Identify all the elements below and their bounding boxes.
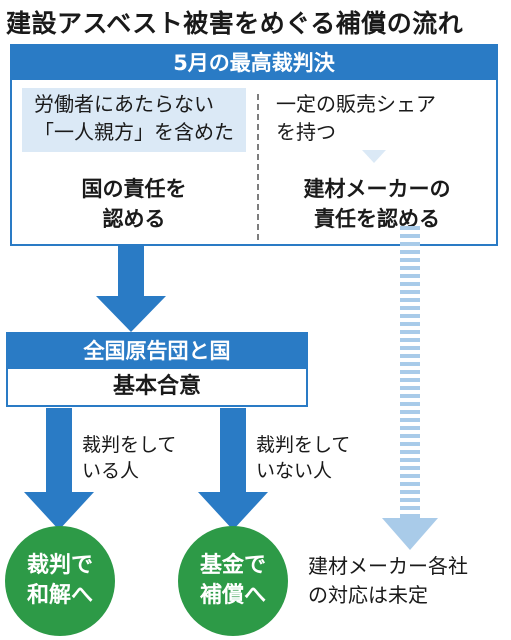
makers-response-line-1: 建材メーカー各社 <box>308 554 468 578</box>
makers-response-note: 建材メーカー各社 の対応は未定 <box>308 552 468 610</box>
diagram-title: 建設アスベスト被害をめぐる補償の流れ <box>6 9 464 38</box>
outcome-fund-line-1: 基金で <box>199 553 266 578</box>
ruling-divider <box>257 94 259 240</box>
branch-label-not-suing-line-1: 裁判をして <box>256 434 351 456</box>
state-note: 労働者にあたらない 「一人親方」を含めた <box>22 88 246 152</box>
branch-label-suing: 裁判をして いる人 <box>82 432 176 484</box>
arrow-ruling-to-agreement <box>96 246 166 332</box>
makers-note-line-2: を持つ <box>276 120 336 144</box>
outcome-settlement-line-2: 和解へ <box>26 583 93 608</box>
makers-result: 建材メーカーの 責任を認める <box>262 174 492 234</box>
makers-note: 一定の販売シェア を持つ <box>276 90 436 146</box>
makers-result-line-1: 建材メーカーの <box>303 177 451 201</box>
branch-label-not-suing: 裁判をして いない人 <box>256 432 350 484</box>
state-result-line-2: 認める <box>102 207 166 231</box>
outcome-settlement-line-1: 裁判で <box>26 553 93 578</box>
makers-note-line-1: 一定の販売シェア <box>276 92 436 116</box>
state-note-line-1: 労働者にあたらない <box>34 92 214 116</box>
state-result-line-1: 国の責任を <box>81 177 187 201</box>
branch-label-not-suing-line-2: いない人 <box>256 460 333 482</box>
agreement-heading: 全国原告団と国 <box>8 334 306 369</box>
makers-result-line-2: 責任を認める <box>314 207 440 231</box>
arrow-to-fund <box>198 408 268 530</box>
branch-label-suing-line-2: いる人 <box>82 460 140 482</box>
makers-note-pointer <box>362 150 386 163</box>
agreement-box: 全国原告団と国 基本合意 <box>6 332 308 407</box>
state-result: 国の責任を 認める <box>22 174 246 234</box>
state-note-line-2: 「一人親方」を含めた <box>34 120 234 144</box>
branch-label-suing-line-1: 裁判をして <box>82 434 177 456</box>
outcome-settlement: 裁判で 和解へ <box>5 526 115 636</box>
agreement-body: 基本合意 <box>112 374 201 399</box>
ruling-heading: 5月の最高裁判決 <box>12 46 496 80</box>
arrow-makers-to-unresolved <box>382 226 438 550</box>
arrow-to-settlement <box>24 408 94 530</box>
makers-response-line-2: の対応は未定 <box>308 583 428 607</box>
outcome-fund: 基金で 補償へ <box>178 526 288 636</box>
outcome-fund-line-2: 補償へ <box>199 583 266 608</box>
ruling-box: 5月の最高裁判決 労働者にあたらない 「一人親方」を含めた 国の責任を 認める … <box>10 44 498 246</box>
